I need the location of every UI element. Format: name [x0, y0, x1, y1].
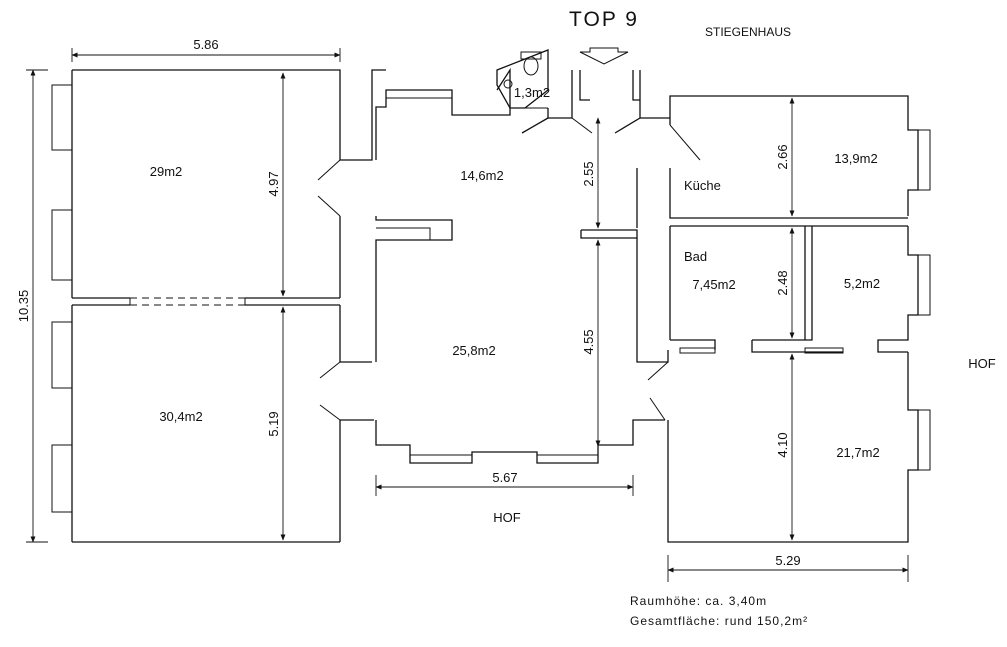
dim-height-hall-lower: 4.55: [581, 329, 596, 354]
dim-width-middle: 5.67: [492, 470, 517, 485]
dim-height-top-left: 4.97: [266, 171, 281, 196]
hall-lower-area: 25,8m2: [452, 343, 495, 358]
dim-width-right: 5.29: [775, 553, 800, 568]
dim-height-bottom-right: 4.10: [775, 432, 790, 457]
kitchen-name: Küche: [684, 178, 721, 193]
dim-height-bottom-left: 5.19: [266, 411, 281, 436]
dim-height-small: 2.48: [775, 270, 790, 295]
hall-walls: [375, 49, 670, 464]
stairwell-label: STIEGENHAUS: [705, 25, 791, 39]
entrance-arrow-icon: [579, 47, 629, 65]
ceiling-height-note: Raumhöhe: ca. 3,40m: [630, 594, 767, 608]
kitchen-area: 13,9m2: [834, 151, 877, 166]
bottom-right-area: 21,7m2: [836, 445, 879, 460]
plan-title: TOP 9: [569, 8, 639, 31]
dim-height-hall-upper: 2.55: [581, 161, 596, 186]
dim-width-left: 5.86: [193, 37, 218, 52]
bath-area: 7,45m2: [692, 277, 735, 292]
wc-area: 1,3m2: [514, 85, 550, 100]
dim-height-total: 10.35: [16, 290, 31, 323]
dim-height-kitchen: 2.66: [775, 144, 790, 169]
left-rooms-walls: [51, 69, 386, 543]
small-room-area: 5,2m2: [844, 276, 880, 291]
courtyard-bottom-label: HOF: [493, 510, 521, 525]
dimension-lines: [26, 48, 909, 582]
courtyard-right-label: HOF: [968, 356, 996, 371]
total-area-note: Gesamtfläche: rund 150,2m²: [630, 614, 808, 628]
room-top-left-area: 29m2: [150, 164, 183, 179]
right-rooms-walls: [667, 95, 931, 543]
hall-upper-area: 14,6m2: [460, 168, 503, 183]
bath-name: Bad: [684, 249, 707, 264]
room-bottom-left-area: 30,4m2: [159, 409, 202, 424]
